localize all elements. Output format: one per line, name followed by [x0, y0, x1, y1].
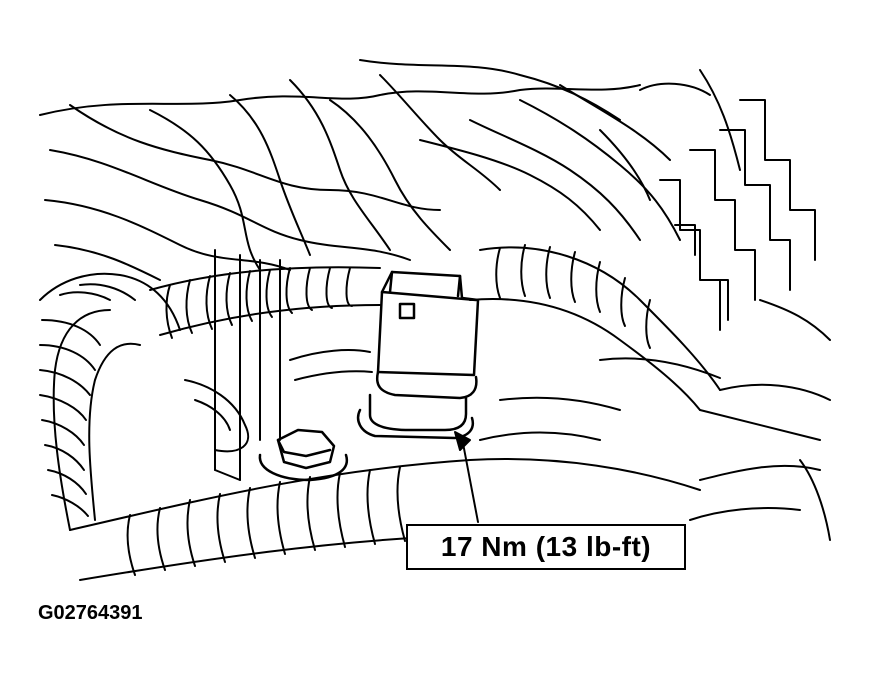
- mounting-bracket: [184, 249, 373, 481]
- torque-callout-box: 17 Nm (13 lb-ft): [406, 524, 686, 570]
- hex-bolt-icon: [258, 428, 349, 482]
- corrugated-hose-left: [39, 272, 181, 531]
- sensor-connector-icon: [356, 270, 480, 440]
- engine-contour-lines: [39, 59, 741, 281]
- corrugated-hose-upper: [149, 266, 381, 339]
- corrugated-hose-right: [469, 244, 831, 441]
- figure-id-label: G02764391: [38, 602, 143, 624]
- torque-spec-label: 17 Nm (13 lb-ft): [440, 531, 652, 562]
- leader-arrow-icon: [454, 431, 479, 523]
- right-bracket-parts: [659, 99, 831, 341]
- background-strokes: [479, 357, 831, 541]
